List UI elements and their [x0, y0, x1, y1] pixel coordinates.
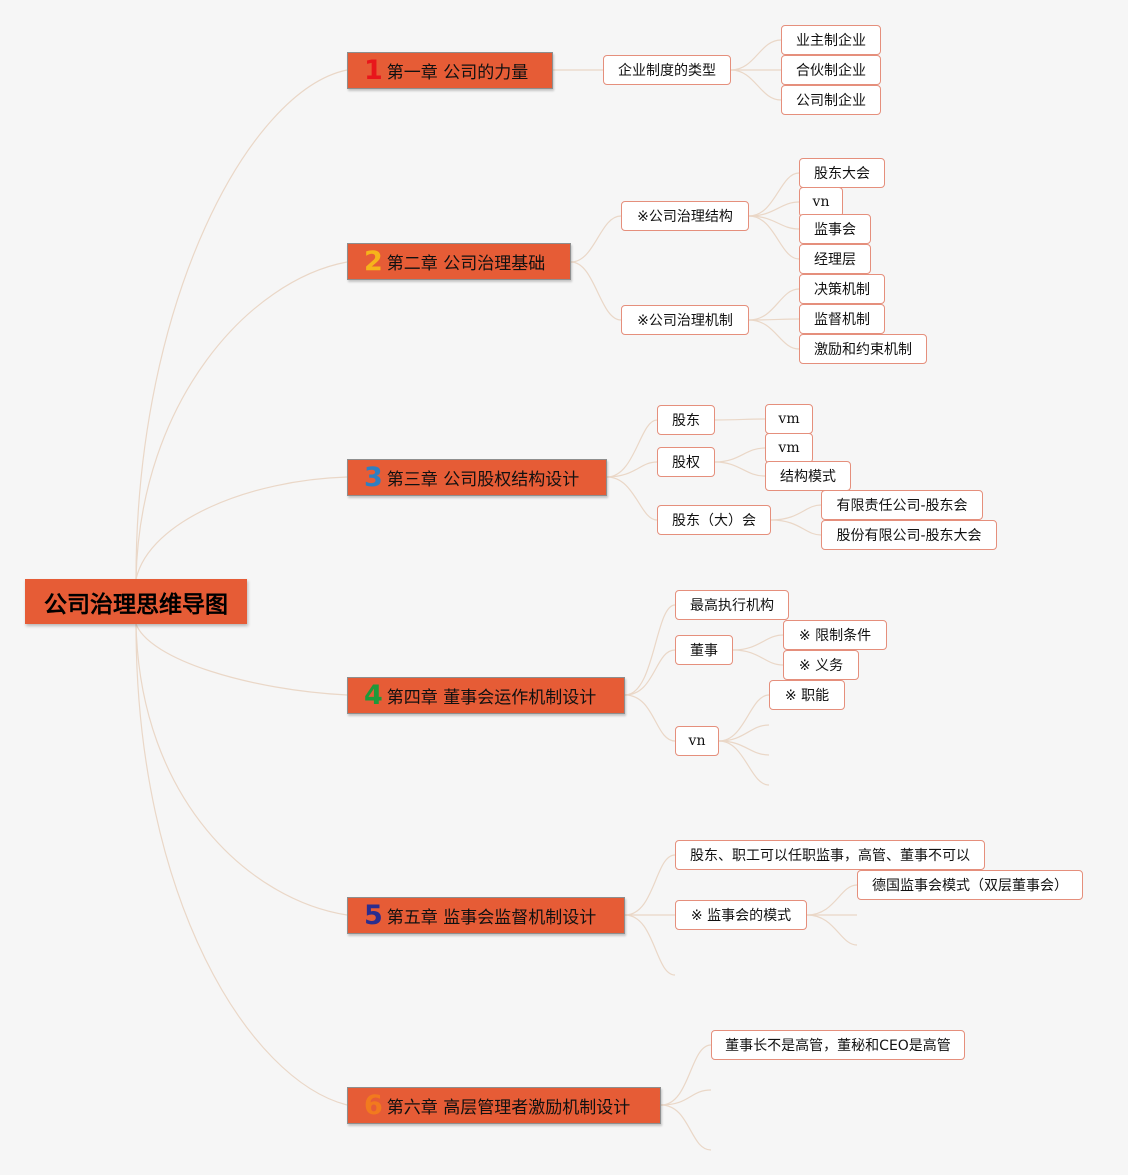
topic-decision-mechanism[interactable]: 决策机制	[799, 274, 885, 304]
topic-label: 股东、职工可以任职监事，高管、董事不可以	[690, 848, 970, 864]
topic-supervisory-board[interactable]: 监事会	[799, 214, 871, 244]
topic-management[interactable]: 经理层	[799, 244, 871, 274]
topic-supervisor-eligibility[interactable]: 股东、职工可以任职监事，高管、董事不可以	[675, 840, 985, 870]
topic-label: ※公司治理机制	[637, 313, 733, 329]
topic-shareholder-assembly[interactable]: 股东（大）会	[657, 505, 771, 535]
topic-vm-2[interactable]: vm	[765, 433, 813, 463]
link-root-ch1	[135, 69, 348, 580]
topic-label: ※ 义务	[798, 658, 844, 674]
link-root-ch3	[135, 476, 348, 580]
chapter-number-icon: 3	[364, 462, 383, 493]
topic-supervision-mechanism[interactable]: 监督机制	[799, 304, 885, 334]
topic-label: 最高执行机构	[690, 598, 774, 614]
topic-label: 企业制度的类型	[618, 63, 716, 79]
topic-label: 业主制企业	[796, 33, 866, 49]
chapter-label: 第四章 董事会运作机制设计	[386, 688, 597, 708]
topic-german-two-tier-board[interactable]: 德国监事会模式（双层董事会）	[857, 870, 1083, 900]
topic-label: 监事会	[814, 222, 856, 238]
root-topic-label: 公司治理思维导图	[44, 591, 228, 618]
link-root-ch2	[135, 261, 348, 580]
topic-label: 德国监事会模式（双层董事会）	[872, 878, 1068, 894]
topic-label: 董事长不是高管，董秘和CEO是高管	[725, 1038, 951, 1054]
topic-label: ※ 职能	[784, 688, 830, 704]
topic-llc-shareholders-meeting[interactable]: 有限责任公司-股东会	[821, 490, 983, 520]
link-root-ch4	[135, 623, 348, 696]
topic-label: 股东（大）会	[672, 513, 756, 529]
topic-label: 股东	[672, 413, 700, 429]
topic-governance-structure[interactable]: ※公司治理结构	[621, 201, 749, 231]
root-topic[interactable]: 公司治理思维导图	[25, 579, 247, 624]
topic-director[interactable]: 董事	[675, 635, 733, 665]
topic-label: ※ 限制条件	[798, 628, 872, 644]
chapter-number-icon: 6	[364, 1090, 383, 1121]
topic-vn-2[interactable]: vn	[675, 726, 719, 756]
chapter-label: 第二章 公司治理基础	[386, 254, 546, 274]
chapter-label: 第三章 公司股权结构设计	[386, 470, 580, 490]
topic-label: 有限责任公司-股东会	[836, 498, 968, 514]
topic-sole-proprietorship[interactable]: 业主制企业	[781, 25, 881, 55]
topic-functions[interactable]: ※ 职能	[769, 680, 845, 710]
topic-label: 股权	[672, 455, 700, 471]
topic-jsc-shareholders-meeting[interactable]: 股份有限公司-股东大会	[821, 520, 997, 550]
topic-label: ※ 监事会的模式	[690, 908, 792, 924]
topic-obligations[interactable]: ※ 义务	[783, 650, 859, 680]
topic-label: vn	[812, 194, 830, 210]
topic-label: 股东大会	[814, 166, 870, 182]
topic-label: 合伙制企业	[796, 63, 866, 79]
topic-vm-1[interactable]: vm	[765, 404, 813, 434]
topic-label: vn	[688, 733, 706, 749]
topic-shareholders-meeting[interactable]: 股东大会	[799, 158, 885, 188]
topic-label: 决策机制	[814, 282, 870, 298]
topic-governance-mechanism[interactable]: ※公司治理机制	[621, 305, 749, 335]
chapter-2-topic[interactable]: 2 第二章 公司治理基础	[347, 243, 571, 280]
topic-label: ※公司治理结构	[637, 209, 733, 225]
topic-chairman-not-executive[interactable]: 董事长不是高管，董秘和CEO是高管	[711, 1030, 965, 1060]
topic-label: vm	[778, 440, 800, 456]
chapter-5-topic[interactable]: 5 第五章 监事会监督机制设计	[347, 897, 625, 934]
link-root-ch5	[135, 623, 348, 916]
topic-vn[interactable]: vn	[799, 187, 843, 217]
topic-label: 经理层	[814, 252, 856, 268]
chapter-label: 第五章 监事会监督机制设计	[386, 908, 597, 928]
topic-highest-executive-body[interactable]: 最高执行机构	[675, 590, 789, 620]
chapter-number-icon: 4	[364, 680, 383, 711]
chapter-label: 第六章 高层管理者激励机制设计	[386, 1098, 631, 1118]
topic-partnership[interactable]: 合伙制企业	[781, 55, 881, 85]
topic-label: 董事	[690, 643, 718, 659]
topic-label: vm	[778, 411, 800, 427]
chapter-1-topic[interactable]: 1 第一章 公司的力量	[347, 52, 553, 89]
chapter-label: 第一章 公司的力量	[386, 63, 529, 83]
topic-shareholder[interactable]: 股东	[657, 405, 715, 435]
topic-corporation[interactable]: 公司制企业	[781, 85, 881, 115]
chapter-3-topic[interactable]: 3 第三章 公司股权结构设计	[347, 459, 607, 496]
topic-label: 结构模式	[780, 469, 836, 485]
topic-label: 监督机制	[814, 312, 870, 328]
topic-label: 股份有限公司-股东大会	[836, 528, 982, 544]
topic-label: 公司制企业	[796, 93, 866, 109]
chapter-6-topic[interactable]: 6 第六章 高层管理者激励机制设计	[347, 1087, 661, 1124]
chapter-number-icon: 1	[364, 55, 383, 86]
topic-supervisory-board-mode[interactable]: ※ 监事会的模式	[675, 900, 807, 930]
chapter-number-icon: 2	[364, 246, 383, 277]
topic-incentive-mechanism[interactable]: 激励和约束机制	[799, 334, 927, 364]
topic-enterprise-types[interactable]: 企业制度的类型	[603, 55, 731, 85]
topic-restrictions[interactable]: ※ 限制条件	[783, 620, 887, 650]
topic-structure-mode[interactable]: 结构模式	[765, 461, 851, 491]
link-root-ch6	[135, 623, 348, 1106]
topic-label: 激励和约束机制	[814, 342, 912, 358]
chapter-4-topic[interactable]: 4 第四章 董事会运作机制设计	[347, 677, 625, 714]
chapter-number-icon: 5	[364, 900, 383, 931]
topic-equity[interactable]: 股权	[657, 447, 715, 477]
